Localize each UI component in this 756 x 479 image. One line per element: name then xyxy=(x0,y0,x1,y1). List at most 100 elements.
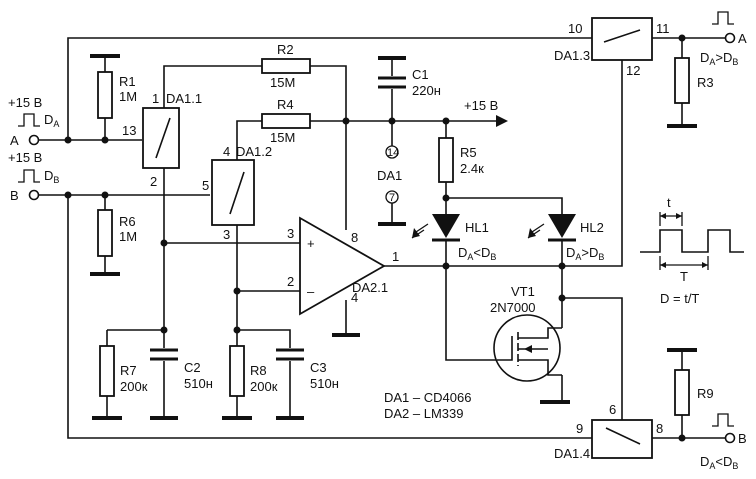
hl1-label: HL1 xyxy=(465,220,489,235)
r1-label: R1 xyxy=(119,74,136,89)
power-rail: +15 В 14 DA1 7 xyxy=(377,98,508,204)
wire-b-to-da14 xyxy=(67,195,592,439)
da1-vss-pin-num: 7 xyxy=(389,192,395,204)
comp-pin-minus: 2 xyxy=(287,274,294,289)
r4-value: 15M xyxy=(270,130,295,145)
resistor-r3: R3 xyxy=(674,57,714,104)
da12-pin-in: 4 xyxy=(223,144,230,159)
output-a-cond: DA>DB xyxy=(700,50,738,67)
led-hl1: HL1 DA<DB xyxy=(411,214,496,262)
comp-plus-sign: + xyxy=(307,236,315,251)
wires xyxy=(38,37,726,439)
switch-da1-1: 1 DA1.1 13 2 xyxy=(122,91,202,189)
supply-arrow-icon xyxy=(496,115,508,127)
wire-da14-ctrl xyxy=(562,297,623,420)
da14-pin-out: 8 xyxy=(656,421,663,436)
transistor-vt1: VT1 2N7000 xyxy=(490,284,562,382)
r3-label: R3 xyxy=(697,75,714,90)
da1-label: DA1 xyxy=(377,168,402,183)
da1-vdd-pin-num: 14 xyxy=(387,147,399,159)
capacitor-c1: C1 220н xyxy=(378,60,441,98)
input-a-label: A xyxy=(10,133,19,148)
input-b: +15 В DB B xyxy=(8,150,59,203)
r2-value: 15M xyxy=(270,75,295,90)
da14-pin-in: 9 xyxy=(576,421,583,436)
output-b: B DA<DB xyxy=(700,413,747,471)
wire-r8-c3 xyxy=(237,329,291,348)
comp-pin-gnd: 4 xyxy=(351,290,358,305)
da13-label: DA1.3 xyxy=(554,48,590,63)
wire-led-anodes xyxy=(446,197,563,214)
wire-r7-c2 xyxy=(107,329,165,348)
waveform-t-label: t xyxy=(667,195,671,210)
resistor-r4: R4 15M xyxy=(261,97,311,145)
switch-da1-4: 9 8 6 DA1.4 xyxy=(554,402,663,461)
output-b-terminal xyxy=(724,432,736,444)
wire-r2-out xyxy=(310,65,347,225)
da12-pin-ctrl: 5 xyxy=(202,178,209,193)
wire-a-to-da13 xyxy=(67,37,592,140)
r1-value: 1M xyxy=(119,89,137,104)
r4-label: R4 xyxy=(277,97,294,112)
c2-value: 510н xyxy=(184,376,213,391)
r5-value: 2.4к xyxy=(460,161,484,176)
resistor-r5: R5 2.4к xyxy=(438,137,484,183)
c1-label: C1 xyxy=(412,67,429,82)
note-da2: DA2 – LM339 xyxy=(384,406,464,421)
da12-pin-out: 3 xyxy=(223,227,230,242)
r2-label: R2 xyxy=(277,42,294,57)
output-b-cond: DA<DB xyxy=(700,454,738,471)
hl1-cond: DA<DB xyxy=(458,245,496,262)
input-b-signal: DB xyxy=(44,168,59,185)
output-a-terminal xyxy=(724,32,736,44)
resistor-r1: R1 1M xyxy=(97,71,137,119)
output-a-pulse-icon xyxy=(712,11,734,25)
comp-minus-sign: – xyxy=(307,284,315,299)
ground-bars xyxy=(90,54,697,420)
input-b-label: B xyxy=(10,188,19,203)
comp-label: DA2.1 xyxy=(352,280,388,295)
c3-value: 510н xyxy=(310,376,339,391)
da11-pin-in: 1 xyxy=(152,91,159,106)
input-b-terminal xyxy=(28,189,40,201)
r8-value: 200к xyxy=(250,379,278,394)
r9-label: R9 xyxy=(697,386,714,401)
da13-pin-out: 11 xyxy=(656,21,670,36)
r7-value: 200к xyxy=(120,379,148,394)
output-b-pulse-icon xyxy=(712,413,734,427)
output-a-label: A xyxy=(738,31,747,46)
da11-pin-ctrl: 13 xyxy=(122,123,136,138)
vt1-type: 2N7000 xyxy=(490,300,536,315)
da12-label: DA1.2 xyxy=(236,144,272,159)
comp-pin-vcc: 8 xyxy=(351,230,358,245)
da13-pin-ctrl: 12 xyxy=(626,63,640,78)
switch-da1-3: 10 11 DA1.3 12 xyxy=(554,17,670,78)
da14-pin-ctrl: 6 xyxy=(609,402,616,417)
capacitor-c3: C3 510н xyxy=(276,348,339,416)
input-a: +15 В DA A xyxy=(8,95,59,148)
resistor-r7: R7 200к xyxy=(99,345,148,416)
waveform-period-label: T xyxy=(680,269,688,284)
hl2-cond: DA>DB xyxy=(566,245,604,262)
wire-hl1-cathode xyxy=(445,241,497,361)
note-da1: DA1 – CD4066 xyxy=(384,390,471,405)
input-b-pulse-icon xyxy=(18,169,40,183)
comp-pin-out: 1 xyxy=(392,249,399,264)
waveform-period-marker xyxy=(659,256,709,270)
input-a-signal: DA xyxy=(44,112,59,129)
waveform-formula: D = t/T xyxy=(660,291,699,306)
da13-pin-in: 10 xyxy=(568,21,582,36)
r8-label: R8 xyxy=(250,363,267,378)
output-b-label: B xyxy=(738,431,747,446)
da11-label: DA1.1 xyxy=(166,91,202,106)
hl2-label: HL2 xyxy=(580,220,604,235)
comp-pin-plus: 3 xyxy=(287,226,294,241)
da1-vdd-pin xyxy=(385,145,399,159)
da14-label: DA1.4 xyxy=(554,446,590,461)
waveform-trace xyxy=(640,229,744,253)
resistor-r2: R2 15M xyxy=(261,42,311,90)
wire-da11-in xyxy=(163,65,262,108)
r7-label: R7 xyxy=(120,363,137,378)
wire-da12-in xyxy=(236,120,262,160)
